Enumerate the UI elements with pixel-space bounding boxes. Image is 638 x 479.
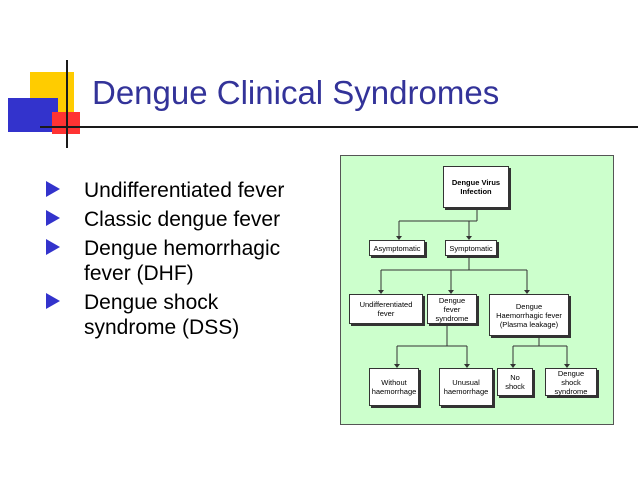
node-dengue-virus-infection: Dengue Virus Infection	[443, 166, 509, 208]
bullet-arrow-icon	[46, 239, 60, 255]
bullet-arrow-icon	[46, 210, 60, 226]
node-symptomatic: Symptomatic	[445, 240, 497, 256]
node-undifferentiated-fever: Undifferentiated fever	[349, 294, 423, 324]
dengue-flow-diagram: Dengue Virus Infection Asymptomatic Symp…	[340, 155, 614, 425]
bullet-item: Undifferentiated fever	[44, 178, 314, 203]
node-no-shock: No shock	[497, 368, 533, 396]
node-dengue-haemorrhagic-fever: Dengue Haemorrhagic fever (Plasma leakag…	[489, 294, 569, 336]
node-without-haemorrhage: Without haemorrhage	[369, 368, 419, 406]
title-underline	[40, 126, 638, 128]
bullet-arrow-icon	[46, 181, 60, 197]
node-dengue-fever-syndrome: Dengue fever syndrome	[427, 294, 477, 324]
node-unusual-haemorrhage: Unusual haemorrhage	[439, 368, 493, 406]
diagram-connectors	[378, 209, 570, 368]
node-asymptomatic: Asymptomatic	[369, 240, 425, 256]
decor-vertical-line	[66, 60, 68, 148]
bullet-item: Classic dengue fever	[44, 207, 314, 232]
bullet-item: Dengue shock syndrome (DSS)	[44, 290, 314, 340]
bullet-list: Undifferentiated fever Classic dengue fe…	[44, 178, 314, 344]
bullet-item: Dengue hemorrhagic fever (DHF)	[44, 236, 314, 286]
node-dengue-shock-syndrome: Dengue shock syndrome	[545, 368, 597, 396]
slide-title: Dengue Clinical Syndromes	[92, 74, 500, 111]
bullet-arrow-icon	[46, 293, 60, 309]
